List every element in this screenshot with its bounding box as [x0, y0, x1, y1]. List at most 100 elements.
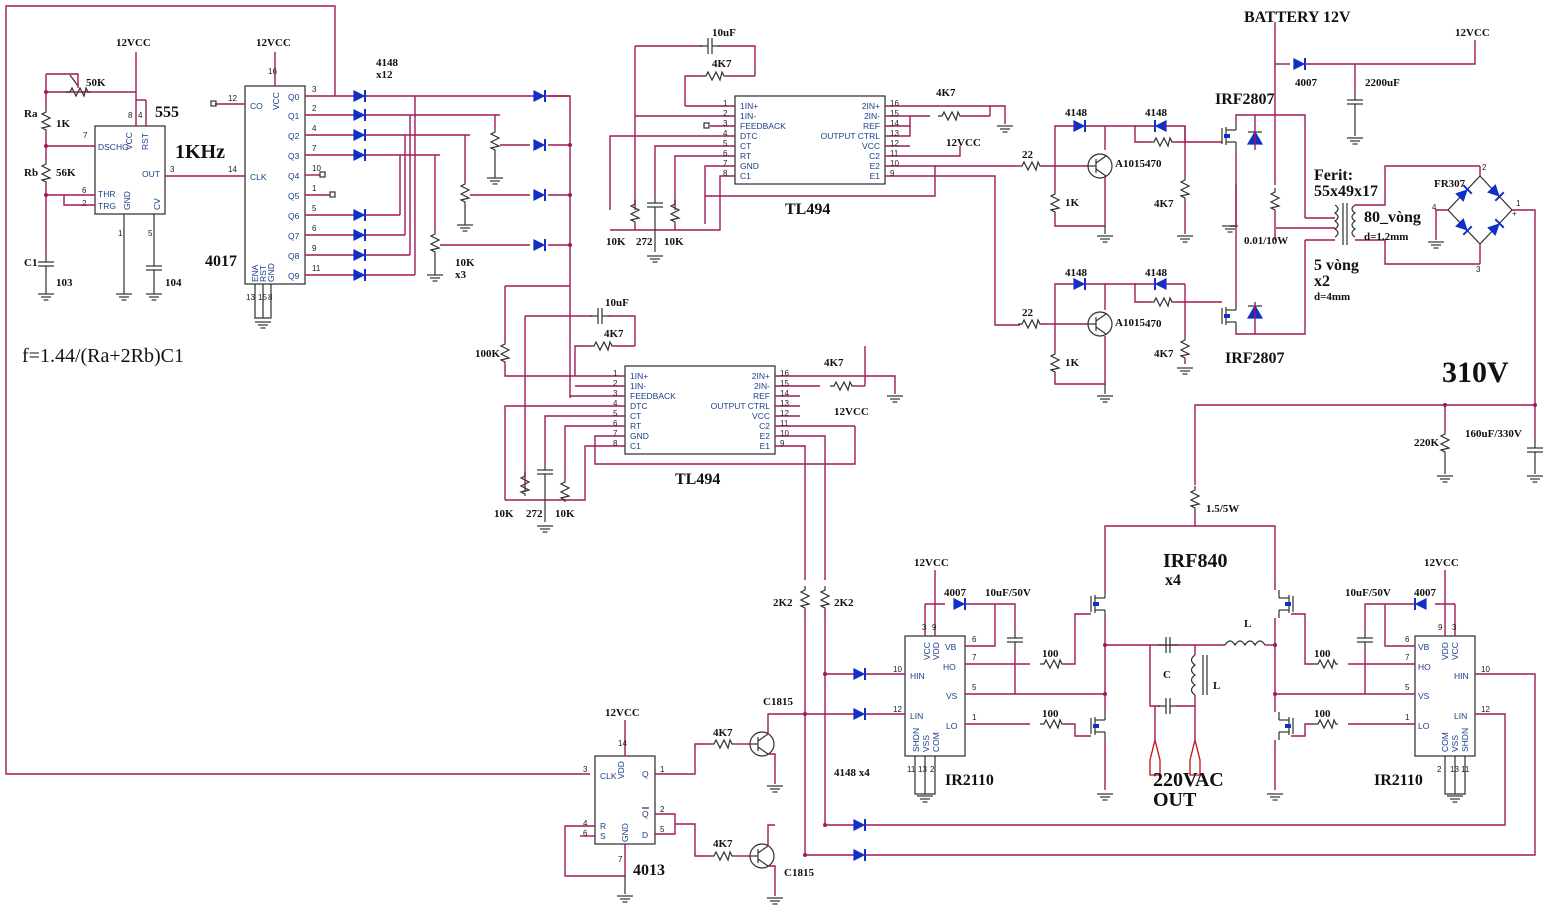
svg-text:4: 4 [1432, 203, 1437, 212]
svg-text:COM: COM [931, 732, 941, 752]
svg-text:OUT: OUT [1153, 789, 1197, 811]
svg-text:12VCC: 12VCC [914, 557, 949, 569]
tl494-pin-number: 1 [613, 369, 618, 378]
svg-text:CV: CV [152, 198, 162, 210]
svg-text:OUT: OUT [142, 169, 160, 179]
tl494-pin-number: 2 [613, 379, 618, 388]
tl494-pin-right: 2IN+ [862, 101, 880, 111]
tl494-pin-left: RT [630, 421, 641, 431]
svg-text:4017: 4017 [205, 253, 237, 270]
svg-text:HIN: HIN [1454, 671, 1469, 681]
svg-text:0.01/10W: 0.01/10W [1244, 235, 1288, 247]
svg-text:4148: 4148 [1145, 107, 1168, 119]
svg-text:10K: 10K [606, 236, 626, 248]
svg-text:VDD: VDD [1440, 642, 1450, 660]
svg-text:+: + [1512, 209, 1517, 218]
svg-text:22: 22 [1022, 307, 1034, 319]
tl494-pin-right: VCC [862, 141, 880, 151]
svg-text:9: 9 [1438, 623, 1443, 632]
tl494-pin-number: 4 [613, 399, 618, 408]
tl494-pin-number: 4 [723, 129, 728, 138]
svg-text:GND: GND [620, 823, 630, 842]
tl494-pin-left: 1IN- [740, 111, 756, 121]
label-1khz: 1KHz [175, 141, 225, 163]
svg-text:1: 1 [660, 765, 665, 774]
svg-text:Ferit:: Ferit: [1314, 167, 1353, 184]
svg-text:Q8: Q8 [288, 251, 300, 261]
svg-text:10K: 10K [455, 257, 475, 269]
svg-text:12VCC: 12VCC [116, 37, 151, 49]
svg-text:4K7: 4K7 [604, 328, 624, 340]
hv-bus: 310V 220K 160uF/330V 1.5/5W [1104, 356, 1544, 590]
svg-text:12: 12 [228, 94, 237, 103]
tl494-pin-number: 6 [613, 419, 618, 428]
svg-text:100: 100 [1314, 708, 1331, 720]
tl494-pin-number: 14 [780, 389, 789, 398]
svg-text:6: 6 [972, 635, 977, 644]
svg-text:11: 11 [1461, 765, 1470, 774]
svg-text:4148: 4148 [1145, 267, 1168, 279]
svg-text:4148 x4: 4148 x4 [834, 767, 870, 779]
tl494-pin-right: E2 [760, 431, 771, 441]
svg-text:D: D [642, 830, 648, 840]
svg-text:100: 100 [1314, 648, 1331, 660]
tl494-pin-left: DTC [740, 131, 757, 141]
svg-text:2200uF: 2200uF [1365, 77, 1400, 89]
tl494-pin-number: 6 [723, 149, 728, 158]
svg-text:Q: Q [642, 769, 649, 779]
svg-text:5: 5 [148, 229, 153, 238]
svg-text:10K: 10K [664, 236, 684, 248]
svg-text:2K2: 2K2 [834, 597, 854, 609]
tl494-pin-left: 1IN+ [630, 371, 648, 381]
svg-text:100K: 100K [475, 348, 501, 360]
svg-text:SHDN: SHDN [911, 728, 921, 752]
tl494-pin-number: 7 [723, 159, 728, 168]
svg-text:1: 1 [1516, 199, 1521, 208]
svg-text:10uF/50V: 10uF/50V [1345, 587, 1391, 599]
svg-text:Q5: Q5 [288, 191, 300, 201]
svg-text:HO: HO [1418, 662, 1431, 672]
svg-text:12VCC: 12VCC [1424, 557, 1459, 569]
svg-text:CLK: CLK [250, 172, 267, 182]
svg-text:VSS: VSS [921, 735, 931, 752]
svg-text:C1815: C1815 [784, 867, 814, 879]
svg-text:d=1.2mm: d=1.2mm [1364, 231, 1408, 243]
tl494-pin-number: 10 [780, 429, 789, 438]
tl494-pin-left: GND [630, 431, 649, 441]
svg-text:7: 7 [312, 144, 317, 153]
svg-text:272: 272 [526, 508, 543, 520]
svg-text:x12: x12 [376, 69, 393, 81]
svg-text:Q7: Q7 [288, 231, 300, 241]
svg-text:FR307: FR307 [1434, 178, 1466, 190]
svg-text:10uF/50V: 10uF/50V [985, 587, 1031, 599]
svg-text:S: S [600, 831, 606, 841]
svg-text:310V: 310V [1442, 356, 1509, 389]
svg-text:CO: CO [250, 101, 263, 111]
svg-text:4K7: 4K7 [936, 87, 956, 99]
svg-text:L: L [1213, 680, 1220, 692]
svg-text:VSS: VSS [1450, 735, 1460, 752]
tl494-pin-right: E1 [870, 171, 881, 181]
svg-text:100: 100 [1042, 708, 1059, 720]
svg-text:3: 3 [170, 165, 175, 174]
svg-text:7: 7 [972, 653, 977, 662]
svg-text:7: 7 [83, 131, 88, 140]
svg-text:VCC: VCC [1450, 642, 1460, 660]
svg-text:LO: LO [946, 721, 958, 731]
svg-text:Q6: Q6 [288, 211, 300, 221]
svg-text:12VCC: 12VCC [946, 137, 981, 149]
svg-text:103: 103 [56, 277, 73, 289]
svg-text:1: 1 [312, 184, 317, 193]
svg-text:4148: 4148 [376, 57, 399, 69]
tl494-pin-number: 7 [613, 429, 618, 438]
svg-text:DSCHG: DSCHG [98, 142, 129, 152]
svg-text:1: 1 [1405, 713, 1410, 722]
svg-text:3: 3 [1452, 623, 1457, 632]
svg-text:IR2110: IR2110 [945, 772, 994, 789]
svg-text:C1: C1 [24, 257, 37, 269]
svg-text:4007: 4007 [1295, 77, 1318, 89]
tl494-pin-number: 13 [890, 129, 899, 138]
svg-text:50K: 50K [86, 77, 106, 89]
